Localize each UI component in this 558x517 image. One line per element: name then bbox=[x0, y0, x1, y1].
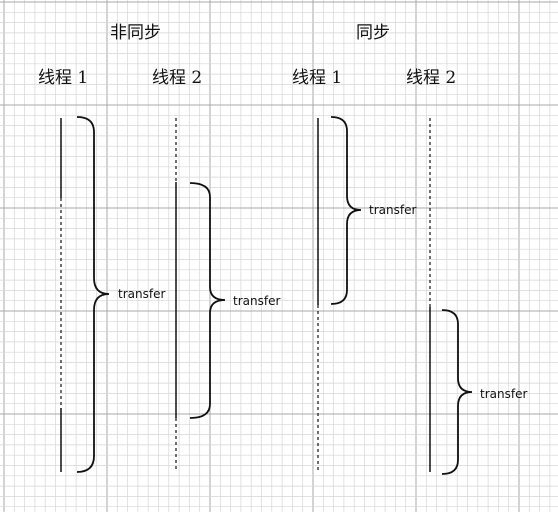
transfer-brace-async-2 bbox=[189, 182, 226, 419]
transfer-brace-sync-1 bbox=[330, 116, 362, 305]
transfer-brace-async-1 bbox=[76, 116, 110, 473]
thread-label-async-1: 线程 1 bbox=[38, 68, 88, 88]
header-sync: 同步 bbox=[356, 23, 390, 43]
transfer-label-sync-1: transfer bbox=[369, 203, 416, 217]
transfer-label-sync-2: transfer bbox=[480, 387, 527, 401]
thread-label-sync-2: 线程 2 bbox=[406, 68, 456, 88]
header-async: 非同步 bbox=[110, 23, 161, 43]
transfer-label-async-1: transfer bbox=[118, 287, 165, 301]
thread-label-async-2: 线程 2 bbox=[152, 68, 202, 88]
thread-label-sync-1: 线程 1 bbox=[292, 68, 342, 88]
transfer-label-async-2: transfer bbox=[233, 294, 280, 308]
transfer-brace-sync-2 bbox=[441, 309, 473, 475]
